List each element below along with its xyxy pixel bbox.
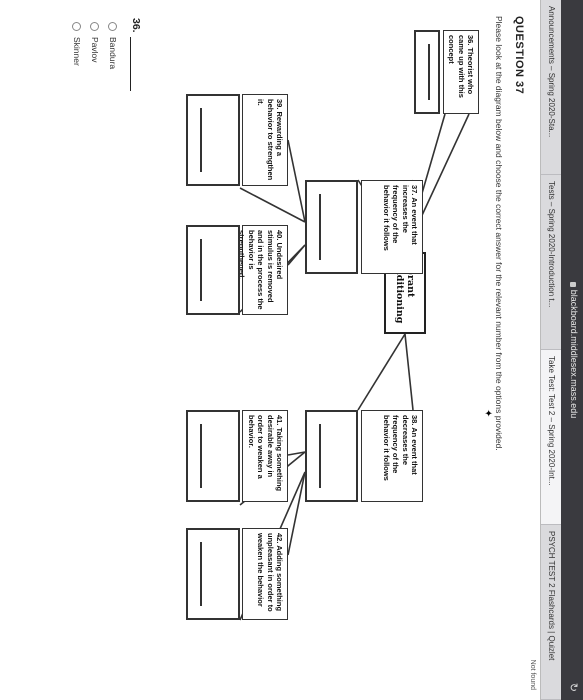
option-label: Pavlov: [90, 37, 100, 63]
prompt-42-box: 42. Adding something unpleasant in order…: [242, 528, 288, 620]
radio-button[interactable]: [108, 22, 118, 31]
answer-slot-42: [186, 528, 240, 620]
answer-slot-39: [186, 94, 240, 186]
radio-button[interactable]: [90, 22, 100, 31]
prompt-36-box: 36. Theorist who came up with this conce…: [443, 30, 479, 114]
option-label: Skinner: [72, 37, 82, 66]
answer-question-label: 36.: [130, 18, 142, 91]
blank-line: [319, 424, 321, 488]
answer-question-number: 36.: [130, 18, 142, 33]
option-skinner[interactable]: Skinner: [72, 22, 82, 66]
prompt-38-box: 38. An event that decreases the frequenc…: [361, 410, 423, 502]
prompt-39-box: 39. Rewarding a behavior to strengthen i…: [242, 94, 288, 186]
answer-slot-40: [186, 225, 240, 315]
blank-line: [200, 239, 202, 301]
prompt-41-box: 41. Taking something desirable away in o…: [242, 410, 288, 502]
radio-button[interactable]: [72, 22, 82, 31]
option-pavlov[interactable]: Pavlov: [90, 22, 100, 63]
blank-line: [319, 194, 321, 260]
blank-line: [200, 424, 202, 488]
blank-line: [428, 44, 430, 100]
answer-slot-37: [305, 180, 358, 274]
answer-blank: [130, 36, 141, 91]
prompt-40-box: 40. Undesired stimulus is removed and in…: [238, 225, 288, 315]
option-label: Bandura: [108, 37, 118, 70]
option-bandura[interactable]: Bandura: [108, 22, 118, 69]
answer-slot-41: [186, 410, 240, 502]
prompt-37-box: 37. An event that increases the frequenc…: [361, 180, 423, 274]
answer-slot-36: [414, 30, 440, 114]
answer-slot-38: [305, 410, 358, 502]
blank-line: [200, 542, 202, 606]
blank-line: [200, 108, 202, 172]
